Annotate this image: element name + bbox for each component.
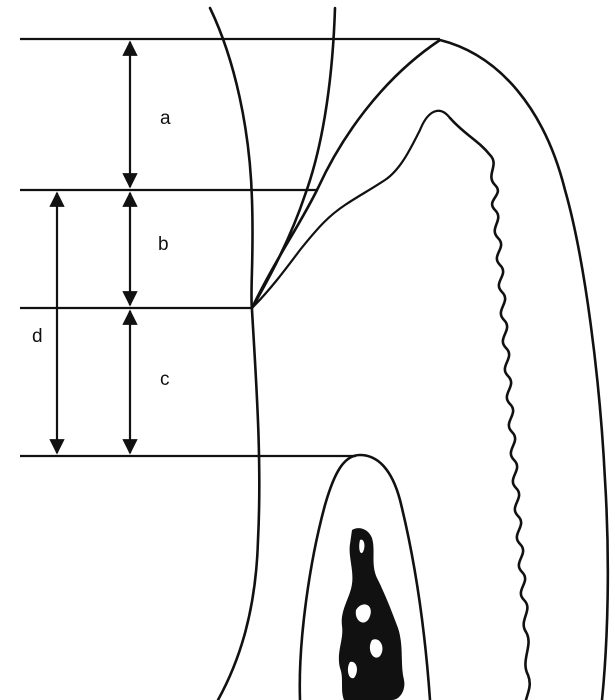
tooth-surface-line — [210, 8, 259, 700]
label-c: c — [160, 369, 170, 390]
label-a: a — [160, 108, 171, 129]
enamel-boundary-line — [252, 8, 335, 308]
label-d: d — [32, 326, 43, 347]
sulcus-epithelium-line — [252, 111, 450, 308]
wavy-epithelium-line — [450, 118, 530, 700]
label-b: b — [158, 234, 169, 255]
